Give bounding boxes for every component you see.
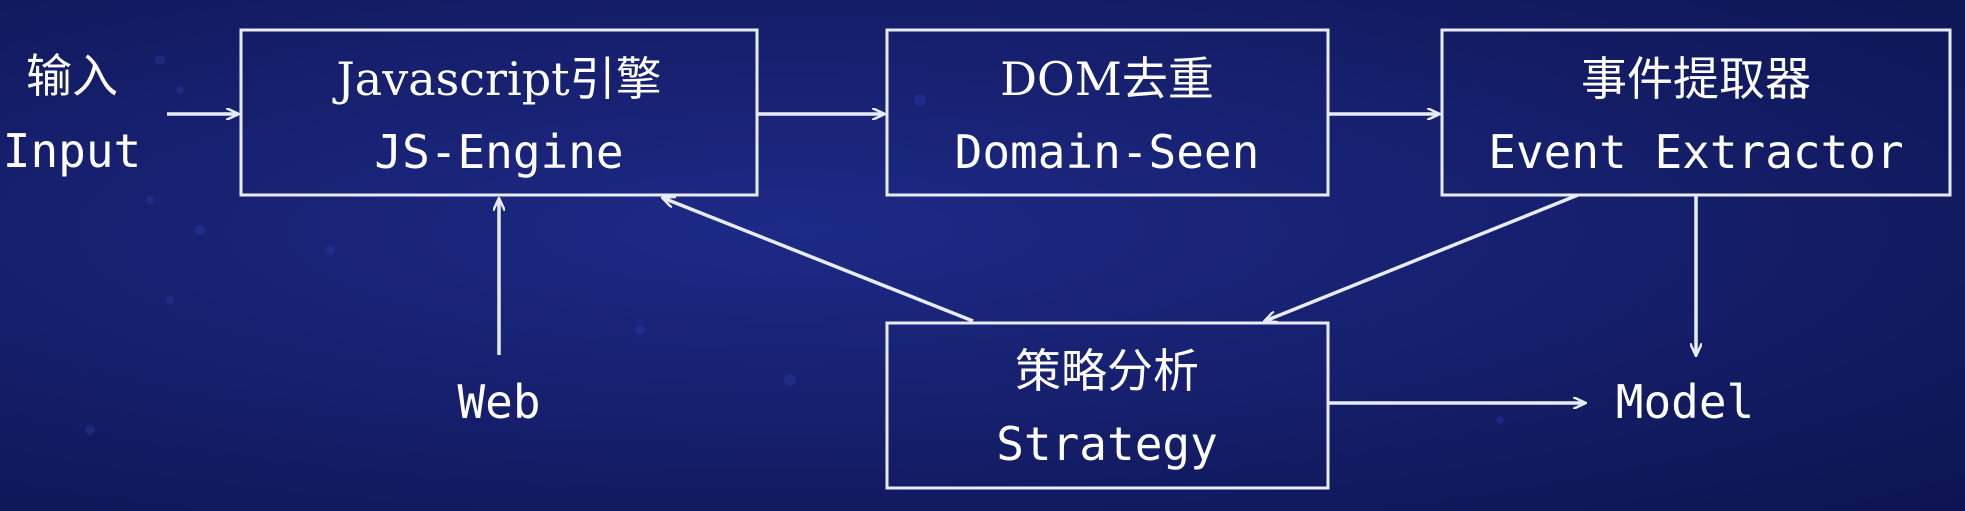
dom-dedup-label-en: Domain-Seen <box>955 125 1260 179</box>
input-label-cn: 输入 <box>26 49 118 103</box>
node-dom-dedup: DOM去重 Domain-Seen <box>885 28 1330 197</box>
node-strategy: 策略分析 Strategy <box>885 321 1330 490</box>
strategy-box <box>885 321 1330 490</box>
edge-event-extractor-to-strategy <box>1265 193 1579 321</box>
node-input: 输入 Input <box>3 49 141 178</box>
js-engine-label-cn: Javascript引擎 <box>332 52 661 106</box>
background-pattern <box>85 55 1504 435</box>
node-event-extractor: 事件提取器 Event Extractor <box>1440 28 1952 197</box>
model-label: Model <box>1616 375 1754 429</box>
event-extractor-label-cn: 事件提取器 <box>1581 52 1811 106</box>
edges <box>167 114 1696 403</box>
input-label-en: Input <box>3 124 141 178</box>
node-js-engine: Javascript引擎 JS-Engine <box>239 28 759 197</box>
dom-dedup-label-cn: DOM去重 <box>1000 52 1214 106</box>
strategy-label-en: Strategy <box>996 417 1218 471</box>
strategy-label-cn: 策略分析 <box>1015 344 1199 398</box>
web-label: Web <box>457 375 540 429</box>
js-engine-label-en: JS-Engine <box>374 125 623 179</box>
edge-strategy-to-js-engine <box>663 198 974 323</box>
event-extractor-label-en: Event Extractor <box>1488 125 1903 179</box>
